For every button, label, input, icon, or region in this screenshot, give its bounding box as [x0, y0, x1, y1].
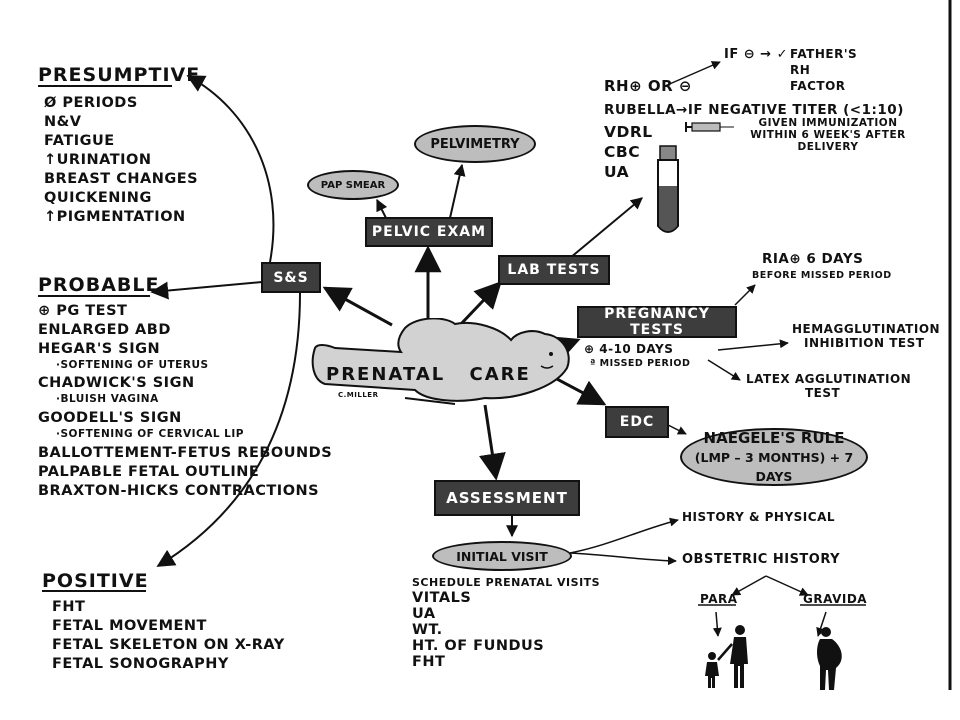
- naegele-rule-formula: (LMP – 3 MONTHS) + 7 DAYS: [694, 449, 854, 484]
- initial-visit-oval: INITIAL VISIT: [432, 541, 572, 571]
- obstetric-history: OBSTETRIC HISTORY: [682, 552, 841, 567]
- arrow-to-lab-list: [569, 197, 643, 259]
- list-item: BREAST CHANGES: [44, 171, 199, 187]
- presumptive-list: Ø PERIODS N&V FATIGUE ↑URINATION BREAST …: [44, 94, 198, 227]
- father-rh-factor: FATHER'S RH FACTOR: [790, 47, 858, 93]
- list-item: HEGAR'S SIGN: [38, 341, 161, 357]
- list-item: HT. OF FUNDUS: [412, 638, 545, 654]
- list-item: GOODELL'S SIGN: [38, 410, 182, 426]
- list-item: BRAXTON-HICKS CONTRACTIONS: [38, 483, 320, 499]
- pelvimetry-oval: PELVIMETRY: [414, 125, 536, 163]
- hemagglutination-test-line2: INHIBITION TEST: [804, 336, 925, 350]
- immunization-note: GIVEN IMMUNIZATION WITHIN 6 WEEK'S AFTER…: [750, 117, 906, 153]
- list-item: QUICKENING: [44, 190, 152, 206]
- rh-if-negative: IF ⊖ → ✓: [724, 47, 788, 62]
- list-item: FATIGUE: [44, 133, 115, 149]
- lab-list: VDRL CBC UA: [604, 122, 653, 182]
- initial-visit-list: SCHEDULE PRENATAL VISITS VITALS UA WT. H…: [412, 576, 600, 670]
- list-item: ↑PIGMENTATION: [44, 209, 186, 225]
- edc-box: EDC: [605, 406, 669, 438]
- baby-illustration: [311, 318, 570, 405]
- arrow-to-history-physical: [569, 517, 679, 554]
- rubella-test: RUBELLA→IF NEGATIVE TITER (<1:10): [604, 102, 904, 118]
- list-item: CBC: [604, 143, 641, 161]
- arrow-to-presumptive: [186, 75, 275, 263]
- arrow-to-pap-smear: [376, 198, 388, 219]
- arrow-to-probable: [150, 281, 263, 300]
- arrow-to-lab-tests: [458, 281, 502, 327]
- arrow-to-assessment: [479, 404, 506, 481]
- gravida-label: GRAVIDA: [803, 592, 868, 606]
- ria-test: RIA⊕ 6 DAYS: [762, 251, 864, 267]
- assessment-box: ASSESSMENT: [434, 480, 580, 516]
- list-item: SCHEDULE PRENATAL VISITS: [412, 576, 601, 589]
- list-item: BALLOTTEMENT-FETUS REBOUNDS: [38, 445, 333, 461]
- pelvic-exam-box: PELVIC EXAM: [365, 217, 493, 247]
- arrow-to-hemagglutination: [717, 339, 789, 351]
- arrow-to-naegele: [667, 424, 687, 435]
- list-subitem: ·BLUISH VAGINA: [56, 393, 159, 405]
- probable-heading: PROBABLE: [38, 274, 160, 296]
- list-item: FHT: [412, 654, 446, 670]
- para-label: PARA: [700, 592, 738, 606]
- ss-box: S&S: [261, 262, 321, 293]
- hemagglutination-test: HEMAGGLUTINATION: [792, 322, 941, 336]
- pregnant-woman-icon: [817, 627, 842, 690]
- arrow-gravida-figure: [816, 611, 827, 637]
- list-item: FHT: [52, 599, 86, 615]
- list-subitem: ·SOFTENING OF UTERUS: [56, 359, 209, 371]
- list-item: CHADWICK'S SIGN: [38, 375, 195, 391]
- list-item: ⊕ PG TEST: [38, 303, 128, 319]
- positive-list: FHT FETAL MOVEMENT FETAL SKELETON ON X-R…: [52, 598, 285, 674]
- arrow-to-positive: [156, 292, 301, 567]
- list-item: UA: [604, 163, 630, 181]
- presumptive-heading: PRESUMPTIVE: [38, 64, 201, 86]
- list-item: VDRL: [604, 123, 653, 141]
- artist-signature: C.MILLER: [338, 391, 379, 399]
- arrow-to-ss: [322, 286, 393, 327]
- list-item: N&V: [44, 114, 82, 130]
- history-physical: HISTORY & PHYSICAL: [682, 510, 836, 524]
- latex-test-line2: TEST: [805, 386, 841, 400]
- arrow-to-latex: [707, 359, 741, 381]
- days-test: ⊕ 4-10 DAYS: [584, 342, 674, 356]
- latex-test: LATEX AGGLUTINATION: [746, 372, 912, 386]
- arrow-to-edc: [554, 376, 607, 406]
- naegele-rule-oval: NAEGELE'S RULE (LMP – 3 MONTHS) + 7 DAYS: [680, 428, 868, 486]
- list-item: Ø PERIODS: [44, 95, 138, 111]
- arrow-para-figures: [712, 611, 722, 637]
- list-item: FETAL SKELETON ON X-RAY: [52, 637, 285, 653]
- arrow-to-ria: [734, 284, 756, 306]
- list-item: UA: [412, 606, 436, 622]
- list-item: ↑URINATION: [44, 152, 152, 168]
- list-item: FETAL SONOGRAPHY: [52, 656, 229, 672]
- list-item: FETAL MOVEMENT: [52, 618, 207, 634]
- list-item: PALPABLE FETAL OUTLINE: [38, 464, 260, 480]
- arrow-to-pelvimetry: [449, 163, 466, 219]
- list-item: WT.: [412, 622, 443, 638]
- list-item: VITALS: [412, 590, 472, 606]
- arrow-to-para: [731, 575, 767, 596]
- syringe-icon: [685, 122, 734, 132]
- test-tube-icon: [657, 145, 679, 233]
- parent-child-icon: [705, 625, 748, 688]
- list-item: ENLARGED ABD: [38, 322, 171, 338]
- pap-smear-oval: PAP SMEAR: [307, 170, 399, 200]
- ria-test-note: BEFORE MISSED PERIOD: [752, 270, 892, 281]
- naegele-rule-title: NAEGELE'S RULE: [703, 428, 845, 447]
- list-subitem: ·SOFTENING OF CERVICAL LIP: [56, 428, 244, 440]
- arrow-rh-father: [664, 61, 721, 87]
- positive-heading: POSITIVE: [42, 570, 149, 592]
- arrow-to-gravida: [765, 575, 809, 596]
- days-test-note: ª MISSED PERIOD: [590, 358, 691, 369]
- prenatal-care-label: PRENATAL CARE: [326, 364, 531, 385]
- probable-list: ⊕ PG TEST ENLARGED ABD HEGAR'S SIGN ·SOF…: [38, 302, 332, 501]
- pregnancy-tests-box: PREGNANCY TESTS: [577, 306, 737, 338]
- arrow-to-obstetric-history: [569, 552, 677, 566]
- lab-tests-box: LAB TESTS: [498, 255, 610, 285]
- rh-test: RH⊕ OR ⊖: [604, 77, 692, 95]
